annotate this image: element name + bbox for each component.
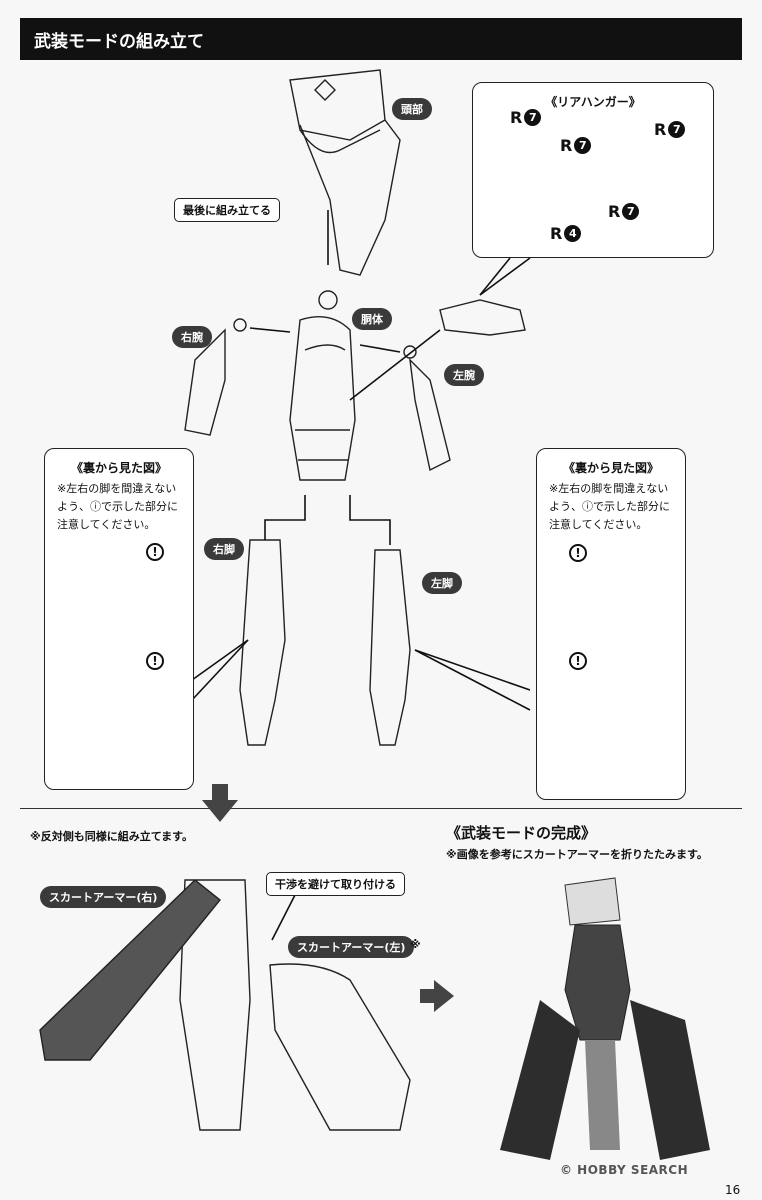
right-leg-part — [239, 539, 286, 746]
left-arm-part — [409, 358, 451, 472]
completed-figure-photo — [470, 860, 740, 1165]
rear-hanger-title: 《リアハンガー》 — [545, 95, 641, 109]
warning-icon: ! — [146, 543, 164, 561]
arrow-right-icon — [420, 980, 454, 1012]
back-view-title-right: 《裏から見た図》 — [562, 461, 659, 475]
bottom-body-part — [179, 879, 251, 1131]
skirt-right-part — [39, 879, 221, 1061]
watermark: © HOBBY SEARCH — [560, 1163, 689, 1177]
rear-hanger-callout: 《リアハンガー》 — [472, 82, 714, 258]
label-skirt-armor-right: スカートアーマー(右) — [40, 886, 167, 908]
label-skirt-armor-left: スカートアーマー(左) — [288, 936, 415, 958]
label-torso: 胴体 — [352, 308, 392, 330]
back-view-note-right: ※左右の脚を間違えないよう、ⓘで示した部分に注意してください。 — [549, 482, 670, 531]
section-title: 武装モードの組み立て — [34, 31, 204, 52]
skirt-left-mark: ※ — [410, 938, 421, 951]
label-head: 頭部 — [392, 98, 432, 120]
back-view-title-left: 《裏から見た図》 — [70, 461, 167, 475]
label-left-arm: 左腕 — [444, 364, 484, 386]
back-view-note-left: ※左右の脚を間違えないよう、ⓘで示した部分に注意してください。 — [57, 482, 178, 531]
page-number: 16 — [725, 1183, 741, 1197]
label-assemble-last: 最後に組み立てる — [174, 198, 280, 222]
complete-note: ※画像を参考にスカートアーマーを折りたたみます。 — [446, 848, 708, 861]
warning-icon: ! — [569, 544, 587, 562]
section-header: 武装モードの組み立て — [20, 18, 742, 60]
torso-joint — [318, 290, 338, 310]
head-part — [289, 69, 386, 141]
warning-icon: ! — [569, 652, 587, 670]
label-right-arm: 右腕 — [172, 326, 212, 348]
rear-hanger-part — [439, 299, 526, 336]
left-leg-part — [369, 549, 411, 746]
section-divider — [20, 808, 742, 809]
warning-icon: ! — [146, 652, 164, 670]
complete-title: 《武装モードの完成》 — [446, 824, 597, 842]
back-view-callout-left: 《裏から見た図》 ※左右の脚を間違えないよう、ⓘで示した部分に注意してください。 — [44, 448, 194, 790]
figure-silhouette — [500, 877, 710, 1160]
skirt-left-part — [269, 963, 411, 1131]
torso-part — [289, 316, 356, 481]
same-side-note: ※反対側も同様に組み立てます。 — [30, 830, 194, 843]
label-right-leg: 右脚 — [204, 538, 244, 560]
arrow-down-icon — [202, 784, 238, 822]
right-arm-part — [184, 328, 226, 436]
back-view-callout-right: 《裏から見た図》 ※左右の脚を間違えないよう、ⓘで示した部分に注意してください。 — [536, 448, 686, 800]
label-left-leg: 左脚 — [422, 572, 462, 594]
label-avoid-interference: 干渉を避けて取り付ける — [266, 872, 405, 896]
